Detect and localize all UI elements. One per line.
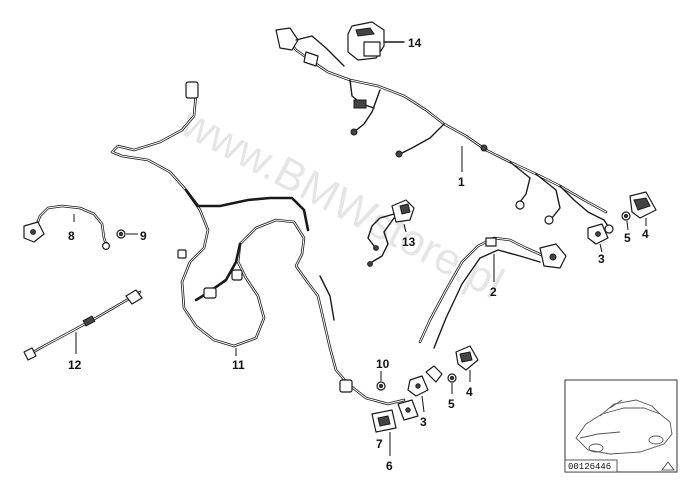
callout-3-upper: 3 (598, 252, 605, 266)
part-14-relay-holder (347, 21, 405, 61)
callout-4-upper: 4 (642, 227, 649, 241)
car-outline-icon (575, 399, 673, 455)
callout-3-lower: 3 (420, 415, 427, 429)
part-4-connector-lower (455, 345, 479, 371)
vehicle-locator-inset: 00126446 (564, 379, 678, 473)
callout-2: 2 (490, 285, 497, 299)
callout-6: 6 (386, 459, 393, 473)
watermark: www.BMWstore.pl (172, 97, 511, 308)
part-2-battery-cable (418, 236, 567, 383)
reference-number: 00126446 (568, 462, 611, 472)
callout-4-lower: 4 (466, 385, 473, 399)
callout-13: 13 (402, 235, 416, 249)
callout-9: 11 (232, 358, 245, 372)
callout-11: 9 (140, 229, 147, 243)
part-6-fuse-holder (371, 399, 419, 433)
callout-5-lower: 5 (448, 397, 455, 411)
callout-12: 12 (68, 358, 82, 372)
triangle-icon (661, 461, 675, 471)
part-13-sensor-lead (367, 199, 415, 267)
callout-5-upper: 5 (624, 231, 631, 245)
part-11-nut (116, 229, 126, 239)
callout-10: 8 (68, 229, 75, 243)
callout-14: 14 (408, 36, 422, 50)
part-3-clamp-lower (407, 375, 429, 397)
part-4-connector-upper (629, 191, 657, 219)
part-3-clamp-upper (587, 223, 609, 245)
callout-7: 7 (376, 437, 383, 451)
callout-1: 1 (458, 175, 465, 189)
part-12-rod-cable (23, 289, 143, 361)
callout-8: 10 (376, 357, 390, 371)
part-9-loop-harness (110, 81, 406, 406)
part-1-main-harness (275, 27, 614, 234)
part-8-nut (376, 381, 386, 391)
part-10-ground-strap (23, 204, 110, 251)
